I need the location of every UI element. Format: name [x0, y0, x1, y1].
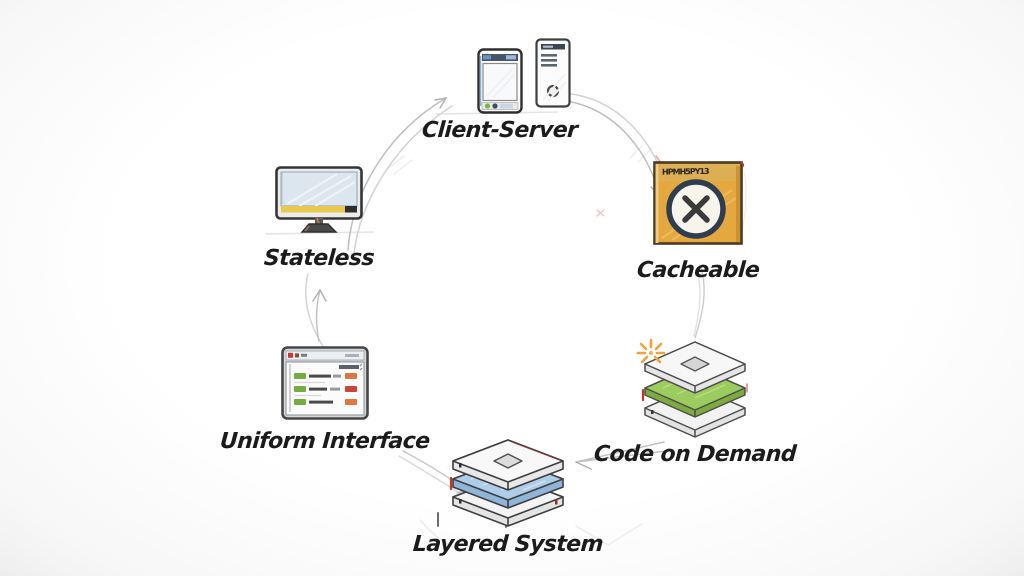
- cache-label-scribble: HPMH5PY13: [661, 166, 709, 177]
- smartphone-icon: [477, 48, 523, 114]
- layer-stack-icon: [449, 439, 564, 527]
- cache-box-x-icon: [653, 161, 746, 245]
- node-stateless: Stateless: [236, 166, 401, 271]
- label-code-on-demand: Code on Demand: [593, 442, 797, 467]
- label-uniform-interface: Uniform Interface: [219, 429, 431, 454]
- server-tower-icon: [535, 38, 571, 108]
- label-client-server: Client-Server: [421, 118, 579, 143]
- node-code-on-demand: Code on Demand: [592, 334, 798, 467]
- label-layered-system: Layered System: [412, 532, 604, 557]
- layer-stack-sparkle-icon: [636, 338, 748, 438]
- sparkle-icon: [636, 338, 666, 364]
- api-browser-icon: [281, 346, 369, 420]
- node-cacheable: HPMH5PY13 Cacheable: [610, 160, 786, 283]
- label-cacheable: Cacheable: [635, 258, 761, 283]
- node-uniform-interface: Uniform Interface: [213, 346, 437, 454]
- arrow-uniform-interface-to-stateless: [305, 273, 327, 349]
- monitor-icon: [274, 166, 363, 233]
- node-client-server: Client-Server: [398, 36, 602, 143]
- label-stateless: Stateless: [262, 246, 375, 271]
- node-layered-system: Layered System: [406, 434, 610, 557]
